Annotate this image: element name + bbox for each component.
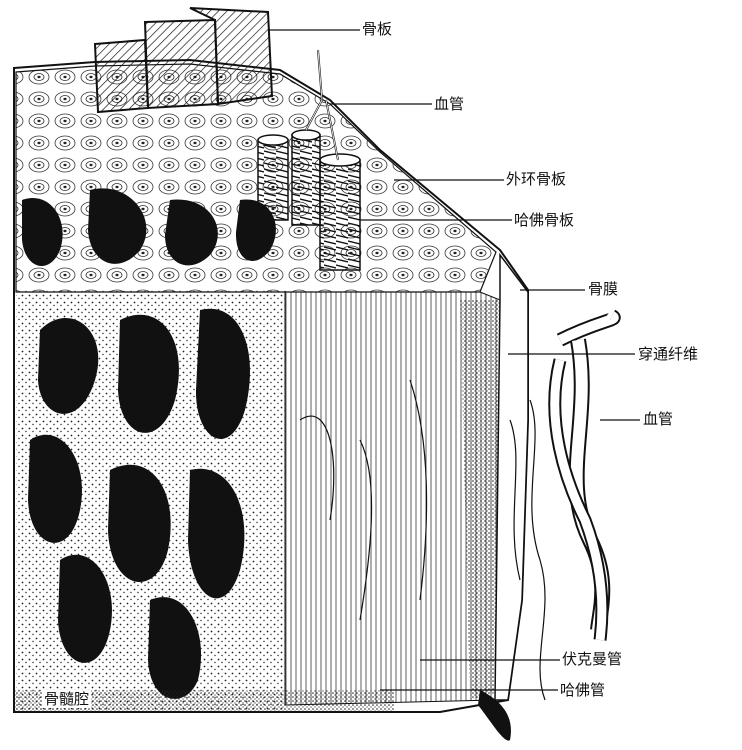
label-marrow-cavity: 骨髓腔 bbox=[42, 690, 91, 708]
compact-bone bbox=[285, 292, 505, 705]
label-blood-vessel-side: 血管 bbox=[643, 410, 673, 428]
label-outer-circumferential-lamellae: 外环骨板 bbox=[506, 170, 566, 188]
periosteum-band bbox=[495, 255, 528, 700]
label-perforating-fibers: 穿通纤维 bbox=[638, 345, 698, 363]
label-haversian-lamellae: 哈佛骨板 bbox=[514, 211, 574, 229]
label-haversian-canal: 哈佛管 bbox=[560, 681, 605, 699]
label-bone-lamella: 骨板 bbox=[362, 20, 392, 38]
label-volkmann-canal: 伏克曼管 bbox=[562, 650, 622, 668]
label-periosteum: 骨膜 bbox=[588, 280, 618, 298]
lamella-blocks bbox=[95, 8, 272, 112]
label-blood-vessel-top: 血管 bbox=[434, 95, 464, 113]
